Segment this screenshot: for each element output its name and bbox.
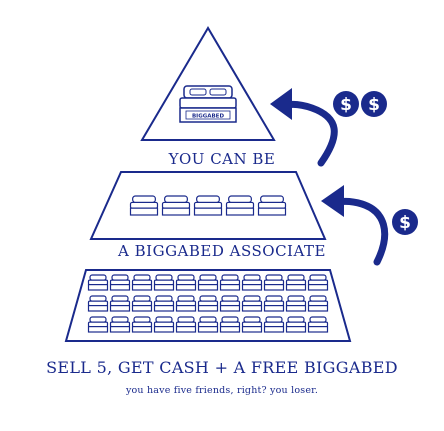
bed-icon	[257, 195, 287, 216]
top-return-arrow	[270, 88, 338, 167]
bed-icon	[285, 295, 307, 312]
bed-icon	[175, 295, 197, 312]
middle-return-arrow	[321, 185, 389, 266]
bed-icon	[109, 295, 131, 312]
bed-icon	[131, 274, 153, 291]
bed-icon	[131, 316, 153, 333]
bed-icon	[129, 195, 159, 216]
bed-icon	[219, 316, 241, 333]
bed-icon	[175, 316, 197, 333]
tier3-label: SELL 5, GET CASH + A FREE BIGGABED	[46, 358, 398, 377]
bed-icon	[87, 316, 109, 333]
bed-icon	[241, 295, 263, 312]
bed-icon	[263, 274, 285, 291]
bed-icon	[307, 274, 329, 291]
bed-icon	[161, 195, 191, 216]
bed-icon	[87, 295, 109, 312]
svg-text:$: $	[368, 95, 380, 115]
top-pyramid-triangle	[140, 26, 276, 141]
bed-icon	[219, 274, 241, 291]
caption-text: you have five friends, right? you loser.	[125, 385, 319, 396]
bed-icon	[241, 274, 263, 291]
svg-text:$: $	[399, 213, 411, 233]
bed-icon	[197, 316, 219, 333]
bed-icon	[153, 295, 175, 312]
middle-bed-row	[129, 195, 287, 216]
bed-icon	[307, 295, 329, 312]
bed-icon	[131, 295, 153, 312]
bed-icon	[197, 295, 219, 312]
bed-icon	[109, 316, 131, 333]
top-bed-icon: BIGGABED	[179, 85, 237, 123]
bed-icon	[263, 295, 285, 312]
coin-icon: $	[333, 91, 359, 117]
bed-icon	[197, 274, 219, 291]
bed-icon	[241, 316, 263, 333]
tier2-label: A BIGGABED ASSOCIATE	[118, 242, 326, 260]
bed-icon	[263, 316, 285, 333]
bed-icon	[109, 274, 131, 291]
svg-text:$: $	[340, 95, 352, 115]
bed-icon	[225, 195, 255, 216]
bed-icon	[175, 274, 197, 291]
bottom-bed-grid	[87, 274, 329, 333]
bed-icon	[153, 274, 175, 291]
bed-icon	[285, 316, 307, 333]
bed-icon	[87, 274, 109, 291]
bed-icon	[193, 195, 223, 216]
bed-icon	[153, 316, 175, 333]
bed-logo-text: BIGGABED	[192, 114, 224, 120]
bed-icon	[219, 295, 241, 312]
bed-icon	[307, 316, 329, 333]
bed-icon	[285, 274, 307, 291]
coin-icon: $	[361, 91, 387, 117]
coin-icon: $	[392, 209, 418, 235]
tier1-label: YOU CAN BE	[168, 150, 276, 168]
